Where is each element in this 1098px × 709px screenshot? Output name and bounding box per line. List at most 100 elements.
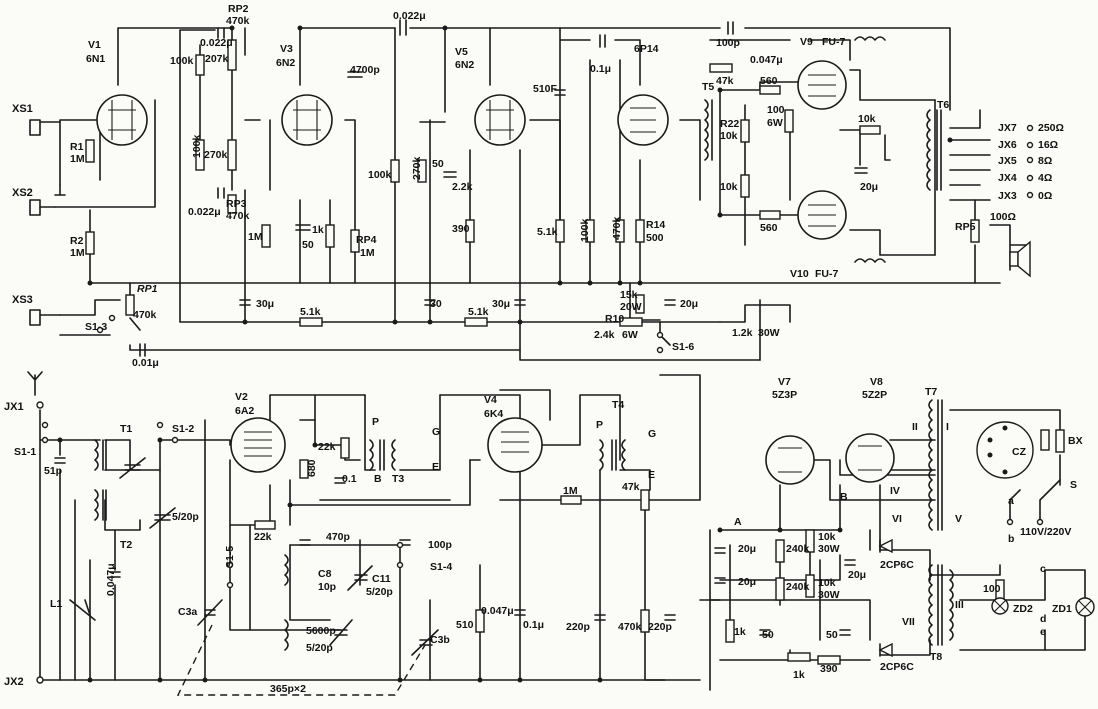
r-1m-a: 1M xyxy=(248,231,263,243)
xs3-label: XS3 xyxy=(12,294,33,306)
c-5-20p-b: 5/20p xyxy=(306,642,333,654)
r-270k-b: 270k xyxy=(411,156,423,180)
v4-name: V4 xyxy=(484,394,497,406)
r-390: 390 xyxy=(452,223,470,235)
c-220p-b: 220p xyxy=(648,621,672,633)
junctions xyxy=(57,25,953,683)
tube-v8 xyxy=(845,433,895,483)
c-20a: 20μ xyxy=(860,181,878,193)
c-30b: 30 xyxy=(430,298,442,310)
v2-type: 6A2 xyxy=(235,405,254,417)
r-1-2k-rating: 30W xyxy=(758,327,780,339)
r22-value: 10k xyxy=(720,130,738,142)
resistors xyxy=(85,39,1050,665)
t2-label: T2 xyxy=(120,539,132,551)
tube-v7 xyxy=(765,435,815,485)
node-b-small: b xyxy=(1008,533,1014,545)
c-0022-c: 0.022μ xyxy=(393,10,426,22)
v5-type: 6N2 xyxy=(455,59,474,71)
node-b2: B xyxy=(374,473,382,485)
r-207k: 207k xyxy=(205,53,229,65)
r-1k-b: 1k xyxy=(734,626,746,638)
rp5-label: RP5 xyxy=(955,221,976,233)
v8-name: V8 xyxy=(870,376,883,388)
labels: V1 6N1 V3 6N2 V5 6N2 6P14 V9 FU-7 V10 FU… xyxy=(4,3,1083,695)
c8-label: C8 xyxy=(318,568,332,580)
r-100-6w-rating: 6W xyxy=(767,117,783,129)
jx3-value: 0Ω xyxy=(1038,190,1052,202)
zd2-label: ZD2 xyxy=(1013,603,1033,615)
c11-value: 5/20p xyxy=(366,586,393,598)
t6-label: T6 xyxy=(937,99,949,111)
r-510: 510 xyxy=(456,619,474,631)
diode-2-label: 2CP6C xyxy=(880,661,914,673)
rp2-value: 470k xyxy=(226,15,250,27)
v9-name: V9 xyxy=(800,36,813,48)
rp4-label: RP4 xyxy=(356,234,377,246)
tube-v5 xyxy=(474,94,526,146)
r-560a: 560 xyxy=(760,75,778,87)
v8-type: 5Z2P xyxy=(862,389,887,401)
r-5-1k-b: 5.1k xyxy=(300,306,321,318)
v10-type: FU-7 xyxy=(815,268,838,280)
r-100-6w: 100 xyxy=(767,104,785,116)
node-a-small: a xyxy=(1008,495,1014,507)
jx4-label: JX4 xyxy=(998,172,1017,184)
jx6-value: 16Ω xyxy=(1038,139,1058,151)
xs1-label: XS1 xyxy=(12,103,33,115)
jx7-label: JX7 xyxy=(998,122,1017,134)
node-b: B xyxy=(840,491,848,503)
c-0-047a: 0.047μ xyxy=(750,54,783,66)
c-100p: 100p xyxy=(716,37,740,49)
c-50b: 50 xyxy=(432,158,444,170)
r-560b: 560 xyxy=(760,222,778,234)
r2-label: R2 xyxy=(70,235,84,247)
r-10k-30w-a: 10k xyxy=(818,531,836,543)
c-0-1c: 0.1μ xyxy=(523,619,544,631)
c-50a: 50 xyxy=(302,239,314,251)
l1-label: L1 xyxy=(50,598,62,610)
c-4700p: 4700p xyxy=(350,64,380,76)
r-240k-b: 240k xyxy=(786,581,810,593)
mains-label: 110V/220V xyxy=(1020,526,1071,538)
r-1k-c: 1k xyxy=(793,669,805,681)
winding-vii: VII xyxy=(902,616,915,628)
r-10k-30w-b: 10k xyxy=(818,577,836,589)
diode-1-label: 2CP6C xyxy=(880,559,914,571)
t3-label: T3 xyxy=(392,473,404,485)
tube-v3 xyxy=(281,94,333,146)
coils xyxy=(69,36,954,651)
v6-type: 6P14 xyxy=(634,43,659,55)
t7-label: T7 xyxy=(925,386,937,398)
r-22k-a: 22k xyxy=(318,441,336,453)
rp3-value: 470k xyxy=(226,210,250,222)
rp1-value: 470k xyxy=(133,309,157,321)
c-510f: 510F xyxy=(533,83,558,95)
c-0-047b: 0.047μ xyxy=(105,563,117,596)
zd1-label: ZD1 xyxy=(1052,603,1072,615)
v2-name: V2 xyxy=(235,391,248,403)
wiring xyxy=(39,27,1086,691)
r-100k-c: 100k xyxy=(368,169,392,181)
s-switch-label: S xyxy=(1070,479,1077,491)
r-5-1k-c: 5.1k xyxy=(468,306,489,318)
r-47k-a: 47k xyxy=(716,75,734,87)
bx-label: BX xyxy=(1068,435,1083,447)
r-100: 100 xyxy=(983,583,1001,595)
r-10k-b: 10k xyxy=(720,181,738,193)
v7-type: 5Z3P xyxy=(772,389,797,401)
s1-5-label: S1-5 xyxy=(224,546,236,568)
jx6-label: JX6 xyxy=(998,139,1017,151)
jx1-label: JX1 xyxy=(4,401,24,413)
jx7-value: 250Ω xyxy=(1038,122,1064,134)
c-0022-a: 0.022μ xyxy=(200,37,233,49)
c-470p: 470p xyxy=(326,531,350,543)
rp3-label: RP3 xyxy=(226,198,247,210)
xs2-label: XS2 xyxy=(12,187,33,199)
c-0022-b: 0.022μ xyxy=(188,206,221,218)
r2-value: 1M xyxy=(70,247,85,259)
tube-v9 xyxy=(797,60,847,110)
v1-type: 6N1 xyxy=(86,53,105,65)
v3-type: 6N2 xyxy=(276,57,295,69)
r-5-1k-a: 5.1k xyxy=(537,226,558,238)
